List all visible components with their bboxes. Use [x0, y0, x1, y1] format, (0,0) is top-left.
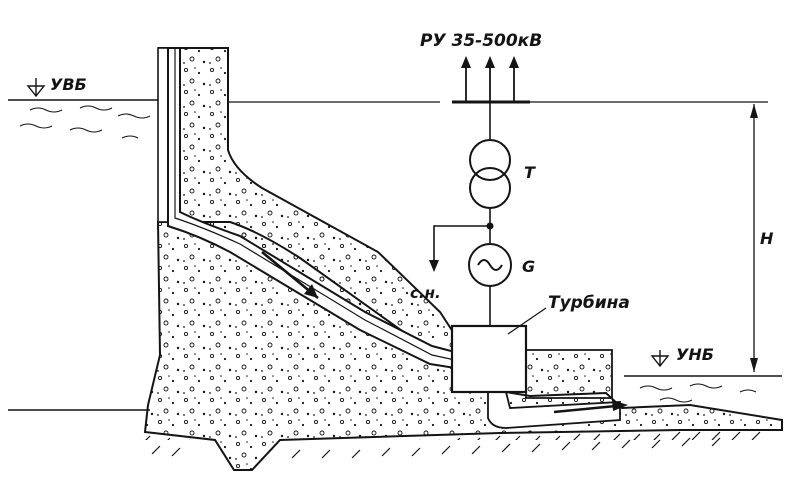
head-label: H	[760, 229, 774, 248]
head-arrow-top	[750, 104, 758, 118]
tailrace-block	[525, 349, 613, 399]
switchgear-label: РУ 35-500кВ	[420, 31, 542, 51]
upstream-level-label: УВБ	[50, 75, 87, 94]
upstream-wall-strip	[157, 47, 169, 223]
head-arrow-bottom	[750, 358, 758, 372]
flow-arrow-outlet	[553, 404, 617, 414]
flow-arrow-penstock-head	[304, 284, 318, 298]
downstream-level-marker	[650, 350, 670, 368]
turbine-box	[450, 324, 528, 394]
penstock-inner-line	[174, 48, 456, 361]
downstream-level-label: УНБ	[676, 345, 714, 364]
upstream-level-marker	[26, 78, 46, 98]
upstream-water-ripples	[19, 105, 151, 139]
flow-arrow-outlet-head	[612, 400, 628, 411]
turbine-label-leader	[507, 307, 547, 335]
switchgear-up-arrows	[461, 56, 519, 68]
switchgear-feeder-lines	[465, 62, 515, 102]
ground-hatching	[145, 431, 761, 440]
ground-hatching-low	[151, 437, 721, 459]
generator-sine-icon	[477, 259, 503, 271]
downstream-water-ripples	[639, 383, 757, 403]
draft-tube	[487, 391, 621, 429]
own-needs-label: с.н.	[410, 284, 441, 302]
transformer-label: Т	[524, 163, 536, 182]
generator-label: G	[522, 257, 535, 276]
turbine-label: Турбина	[548, 293, 630, 313]
own-needs-line	[433, 225, 490, 262]
own-needs-arrow	[429, 260, 439, 272]
